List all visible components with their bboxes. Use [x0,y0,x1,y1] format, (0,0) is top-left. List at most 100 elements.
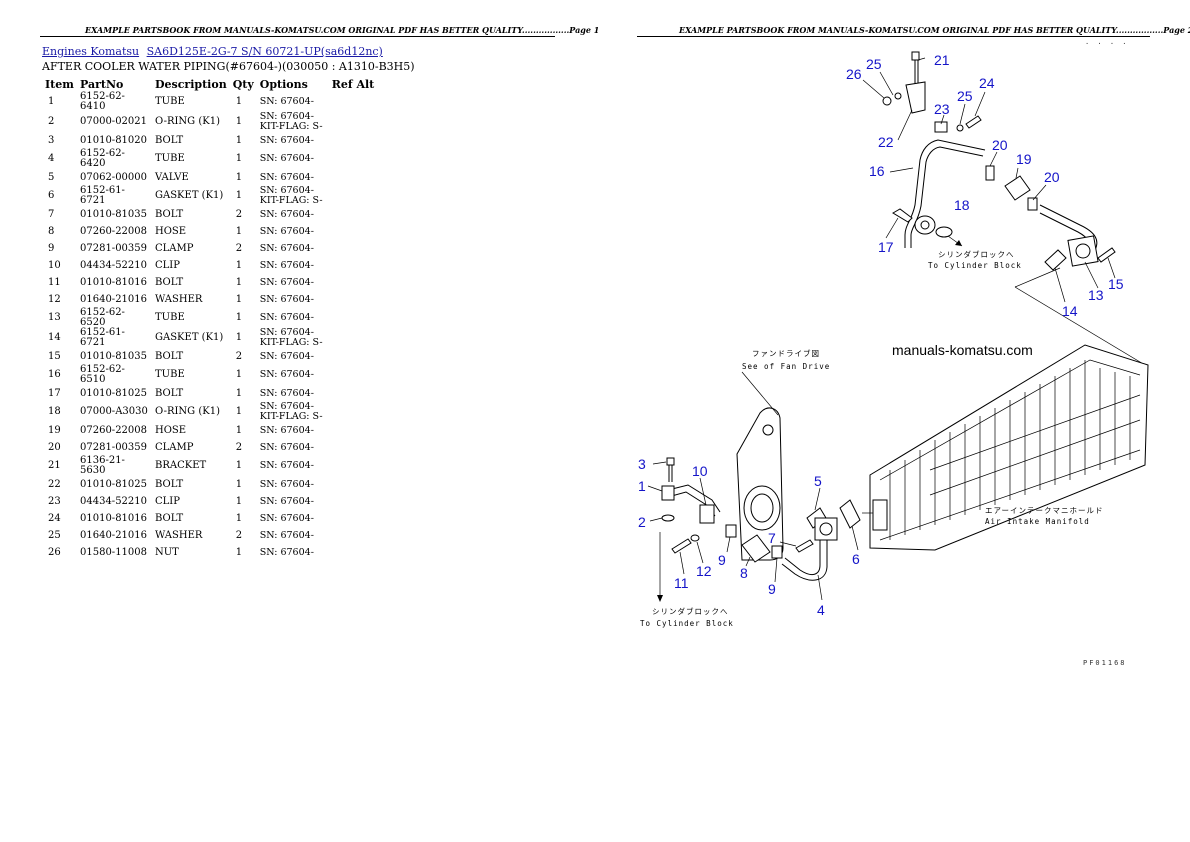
breadcrumb-link-model[interactable]: SA6D125E-2G-7 S/N 60721-UP(sa6d12nc) [146,45,383,58]
figure-code: PF01168 [1083,659,1127,667]
cell-qty: 1 [235,134,243,146]
manifold-flange [872,499,888,531]
cell-partno: 6152-61-6721 [80,327,125,348]
cell-item: 12 [48,293,61,305]
cell-item: 2 [48,116,55,127]
cell-item: 23 [48,495,61,507]
o-ring-2 [661,514,675,522]
cell-description: TUBE [155,369,185,380]
cell-item: 16 [48,369,61,380]
cell-description: TUBE [155,96,185,107]
callout-21: 22 [878,134,894,150]
cell-description: GASKET (K1) [155,190,224,201]
cell-options: SN: 67604- [259,460,314,471]
watermark-text: manuals-komatsu.com [892,342,1033,358]
cell-qty: 1 [235,259,243,271]
cell-item: 15 [48,350,61,362]
washer-12 [690,534,700,542]
tube-16 [904,139,986,248]
callout-22: 21 [934,52,950,68]
cell-description: CLAMP [155,441,194,453]
cell-options: SN: 67604- KIT-FLAG: S- [259,401,323,422]
cell-description: BOLT [155,208,184,220]
cell-options: SN: 67604- [259,259,314,271]
cell-partno: 07281-00359 [80,441,148,453]
gasket-14 [1044,249,1067,271]
bolt-24 [965,115,982,129]
cell-options: SN: 67604- [259,208,314,220]
cell-qty: 2 [235,208,243,220]
cell-partno: 6152-62-6520 [80,307,125,328]
breadcrumb: Engines Komatsu SA6D125E-2G-7 S/N 60721-… [42,45,387,58]
cell-qty: 1 [235,190,243,201]
cell-options: SN: 67604- [259,350,314,362]
cell-description: CLIP [155,259,180,271]
cell-qty: 1 [235,312,243,323]
cell-options: SN: 67604- KIT-FLAG: S- [259,185,323,206]
clip-10 [699,504,715,524]
table-header-row: Item PartNo Description Qty Options Ref … [42,76,377,92]
cell-qty: 2 [235,350,243,362]
air-intake-manifold: エアーインテークマニホールド Air Intake Manifold [869,344,1149,551]
cell-description: BOLT [155,134,184,146]
cell-qty: 1 [235,293,243,305]
connection-line-upper [1014,267,1061,288]
callout-20b: 20 [1044,169,1060,185]
cell-qty: 2 [235,441,243,453]
callout-20a: 20 [992,137,1008,153]
cell-item: 13 [48,312,61,323]
cell-item: 24 [48,512,61,524]
callout-10: 10 [692,463,708,479]
page1-header-rule [40,36,555,37]
cell-qty: 1 [235,116,243,127]
callout-4: 4 [817,602,825,618]
cell-description: WASHER [155,529,203,541]
page2-header-rule [637,36,1150,37]
cell-item: 14 [48,332,61,343]
cell-item: 9 [48,242,55,254]
tube-1 [667,484,721,513]
cell-description: BOLT [155,350,184,362]
cell-qty: 2 [235,242,243,254]
column-header-ref-alt: Ref Alt [331,77,375,91]
fan-drive-label-en: See of Fan Drive [742,362,830,371]
cell-options: SN: 67604- [259,293,314,305]
cell-qty: 2 [235,529,243,541]
cell-description: CLAMP [155,242,194,254]
callout-19: 19 [1016,151,1032,167]
nut-26 [882,96,892,106]
manifold-label-en: Air Intake Manifold [985,517,1090,526]
clamp-9a [725,524,737,538]
cell-partno: 01010-81035 [80,350,148,362]
tube-4 [784,540,821,576]
hose-19 [1004,175,1031,201]
cell-options: SN: 67604- [259,276,314,288]
cell-qty: 1 [235,512,243,524]
cell-partno: 01010-81016 [80,276,148,288]
cell-item: 10 [48,259,61,271]
cell-description: BOLT [155,276,184,288]
bolt-22-head [911,51,920,61]
callout-9b: 9 [768,581,776,597]
cell-item: 25 [48,529,61,541]
column-header-partno: PartNo [80,77,124,91]
callout-25a: 25 [866,56,882,72]
cell-item: 22 [48,478,61,490]
callout-23: 23 [934,101,950,117]
bolt-11 [671,538,692,554]
breadcrumb-link-engines[interactable]: Engines Komatsu [42,45,140,58]
cell-options: SN: 67604- [259,387,314,399]
cell-qty: 1 [235,424,243,436]
column-header-qty: Qty [232,77,254,91]
